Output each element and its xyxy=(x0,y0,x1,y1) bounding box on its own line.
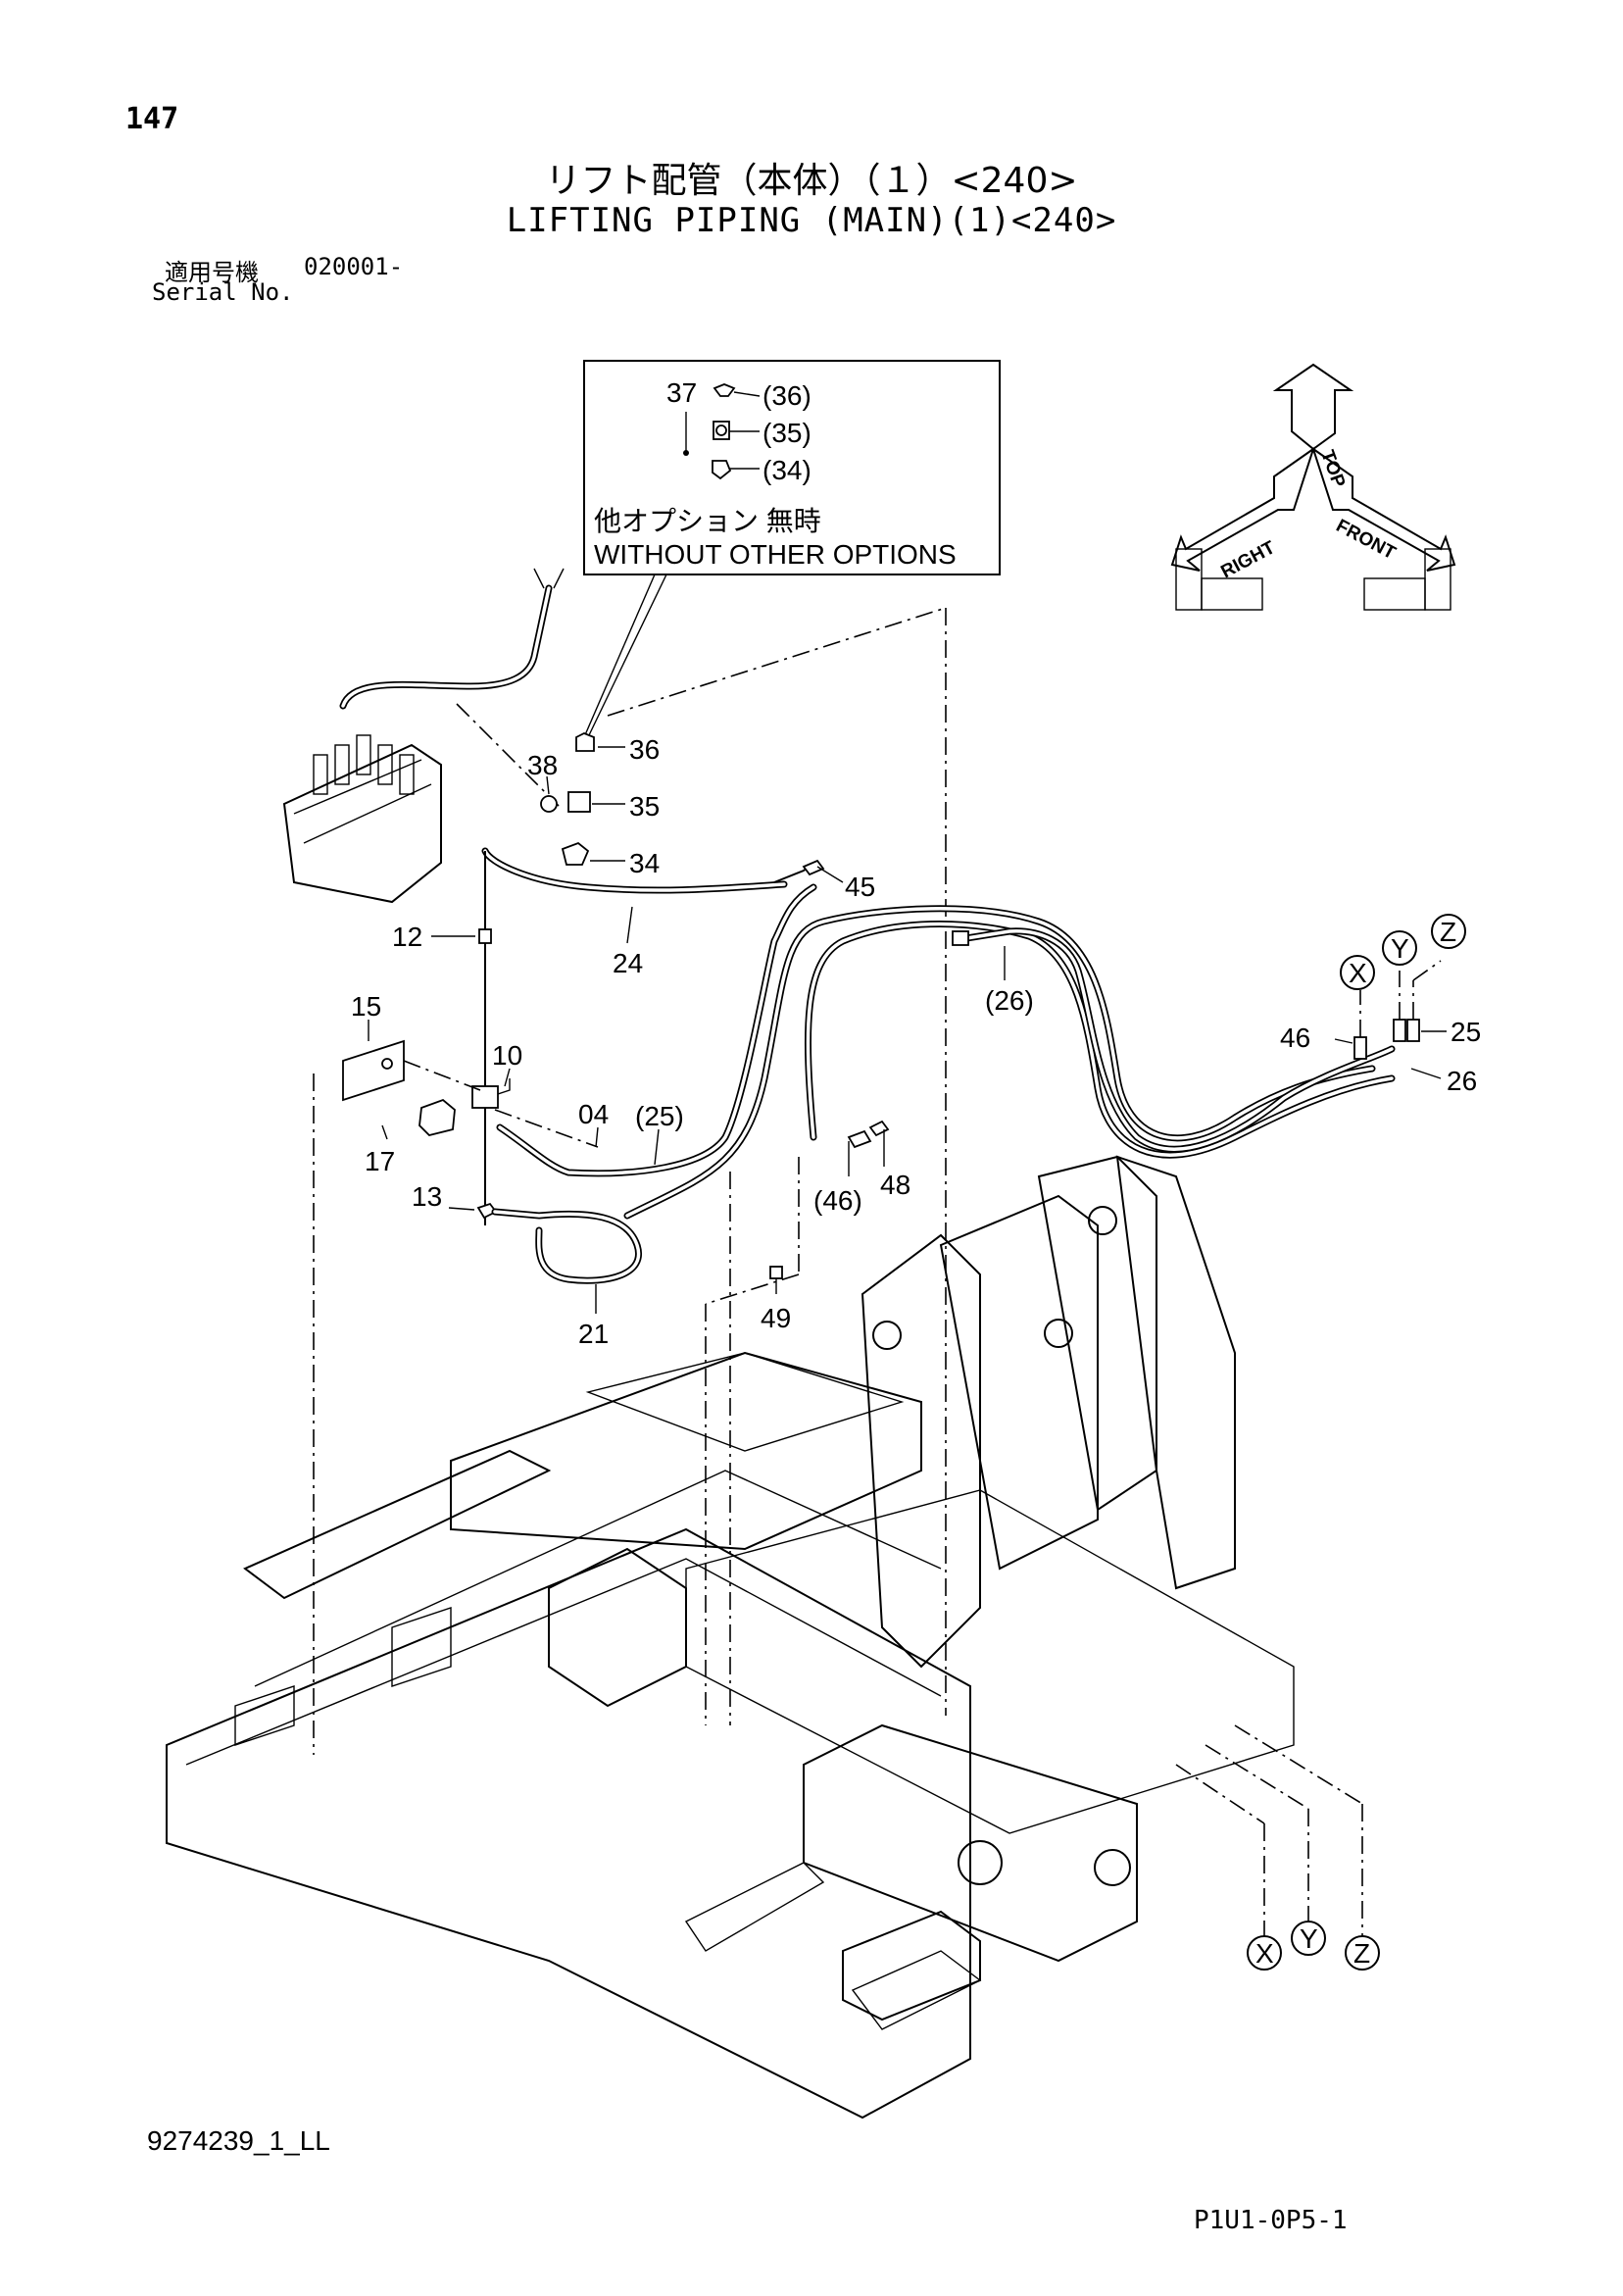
callout-25: 25 xyxy=(1451,1017,1481,1047)
control-valve xyxy=(282,568,565,904)
page-code: P1U1-0P5-1 xyxy=(1194,2206,1348,2235)
callout-38: 38 xyxy=(527,750,558,780)
callout-04: 04 xyxy=(578,1099,609,1129)
callout-21: 21 xyxy=(578,1319,609,1349)
callout-49: 49 xyxy=(761,1303,791,1333)
bracket-assembly xyxy=(342,1039,511,1136)
connector-z-top xyxy=(1431,914,1466,949)
callout-48: 48 xyxy=(880,1170,910,1200)
inset-note-english: WITHOUT OTHER OPTIONS xyxy=(594,539,957,570)
connector-z-bottom-label: Z xyxy=(1353,1938,1370,1969)
callout-35: 35 xyxy=(629,791,660,822)
callout-25-ref: (25) xyxy=(635,1101,684,1131)
connector-y-top xyxy=(1382,930,1417,966)
connector-y-bottom-label: Y xyxy=(1300,1923,1318,1954)
inset-box: 37 (36) (35) (34) 他オプション 無時 WITHOUT OTHE… xyxy=(583,360,1001,575)
callout-13: 13 xyxy=(412,1181,442,1212)
inset-label-34: (34) xyxy=(762,455,812,485)
callout-26: 26 xyxy=(1447,1066,1477,1096)
orientation-top-label: TOP xyxy=(1316,448,1349,491)
callout-17: 17 xyxy=(365,1146,395,1176)
drawing-number: 9274239_1_LL xyxy=(147,2125,330,2156)
connector-y-bottom xyxy=(1291,1921,1326,1956)
connector-z-bottom xyxy=(1345,1935,1380,1971)
connector-y-top-label: Y xyxy=(1391,933,1409,964)
serial-number-value: 020001- xyxy=(304,253,404,280)
page-number: 147 xyxy=(125,102,179,136)
callout-46: 46 xyxy=(1280,1023,1310,1053)
connector-x-top-label: X xyxy=(1349,958,1367,988)
callout-24: 24 xyxy=(613,948,643,978)
inset-label-36: (36) xyxy=(762,380,812,411)
hose-bundle xyxy=(623,905,1396,1220)
machine-frame xyxy=(166,1155,1295,2120)
orientation-indicator: TOP RIGHT FRONT xyxy=(1170,363,1456,611)
callout-46-ref: (46) xyxy=(813,1185,862,1216)
connector-z-top-label: Z xyxy=(1440,917,1456,947)
orientation-right-label: RIGHT xyxy=(1217,537,1278,582)
callout-15: 15 xyxy=(351,991,381,1022)
callout-26-ref: (26) xyxy=(985,985,1034,1016)
callout-10: 10 xyxy=(492,1040,522,1071)
inset-note-japanese: 他オプション 無時 xyxy=(594,506,821,536)
title-english: LIFTING PIPING (MAIN)(1)<240> xyxy=(506,201,1117,240)
fitting-group xyxy=(540,732,595,866)
serial-label-japanese: 適用号機 xyxy=(165,259,259,286)
inset-label-35: (35) xyxy=(762,418,812,448)
connector-x-bottom-label: X xyxy=(1255,1938,1274,1969)
connector-x-top xyxy=(1340,955,1375,990)
serial-label-english: Serial No. xyxy=(152,278,294,306)
title-japanese: リフト配管（本体）（１）<240> xyxy=(545,161,1078,201)
callout-34: 34 xyxy=(629,848,660,878)
callout-45: 45 xyxy=(845,872,875,902)
orientation-front-label: FRONT xyxy=(1333,516,1400,564)
callout-36: 36 xyxy=(629,734,660,765)
callout-12: 12 xyxy=(392,922,422,952)
connector-x-bottom xyxy=(1247,1935,1282,1971)
inset-label-37: 37 xyxy=(666,377,697,408)
